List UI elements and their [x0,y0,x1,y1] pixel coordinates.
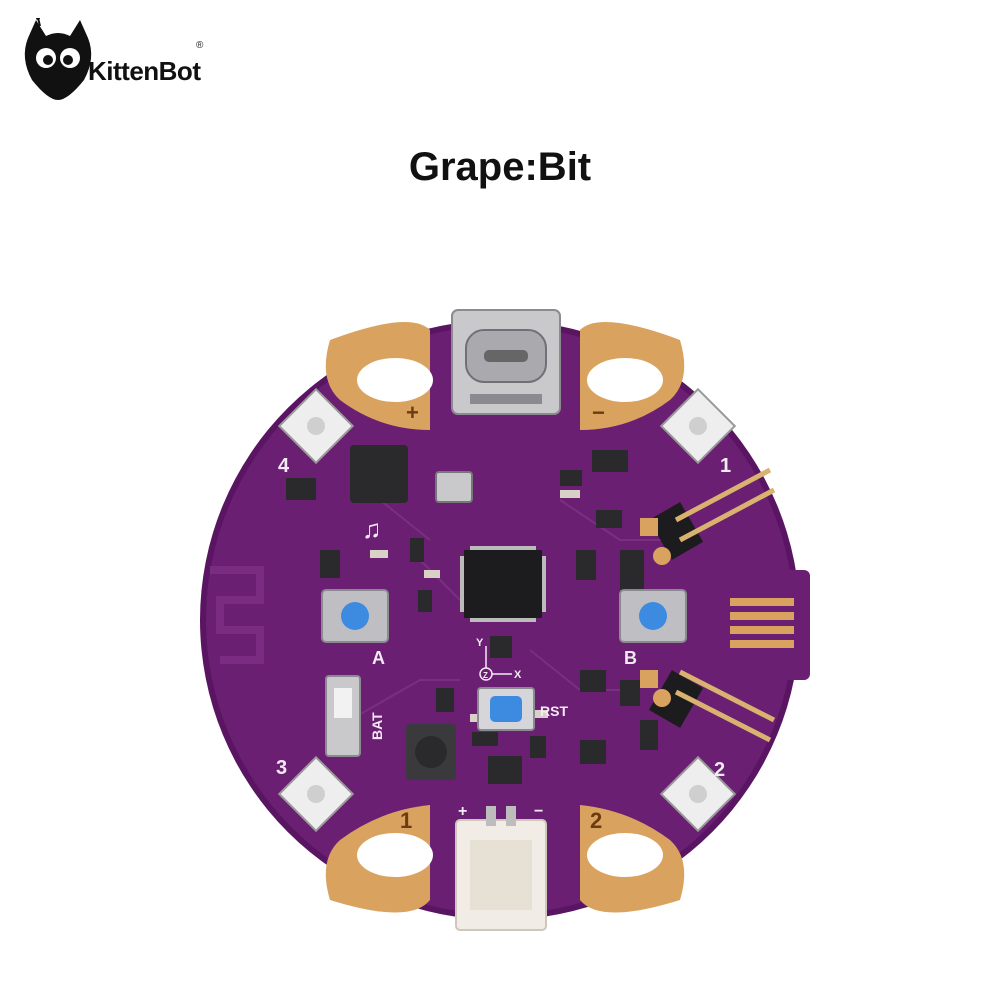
accelerometer-axes [479,646,512,681]
led-label-2: 2 [714,759,725,781]
pin-header-top [640,467,776,565]
pad-one-label: 1 [400,808,412,833]
led-label-3: 3 [276,757,287,779]
battery-plus-label: + [458,803,467,820]
rgb-leds [277,387,737,833]
registered-mark: ® [196,40,204,51]
antenna-trace [210,566,264,664]
smd-components [286,450,658,784]
grape-bit-board: + − 1 2 4 1 3 2 ♫ [200,309,810,931]
crystal [435,471,473,503]
pad-minus-label: − [592,400,605,425]
gold-pads [325,322,685,913]
battery-label: BAT [369,712,385,740]
battery-minus-label: − [534,803,543,820]
pad-two-label: 2 [590,808,602,833]
usb-c-connector [451,309,561,415]
led-label-1: 1 [720,455,731,477]
buzzer [350,445,408,503]
button-a-label: A [372,648,385,668]
reset-label: RST [540,703,568,719]
axis-x-label: X [514,669,522,681]
music-icon: ♫ [362,514,382,544]
led-label-4: 4 [278,455,290,477]
battery-connector [455,806,547,931]
brand-name: KittenBot [88,56,201,86]
axis-y-label: Y [476,637,484,649]
edge-connector [730,598,794,648]
battery-switch[interactable] [325,675,361,757]
brand-logo: KittenBot ® [18,16,218,108]
pad-plus-label: + [406,400,419,425]
mcu-pins [460,546,546,622]
axis-z-label: Z [483,671,488,680]
button-b-label: B [624,648,637,668]
button-a[interactable] [321,589,389,643]
reset-button[interactable] [477,687,535,731]
pin-header-bottom [640,669,776,743]
product-title: Grape:Bit [408,145,592,189]
mcu-chip [464,550,542,618]
cat-face-icon [24,16,92,100]
button-b[interactable] [619,589,687,643]
